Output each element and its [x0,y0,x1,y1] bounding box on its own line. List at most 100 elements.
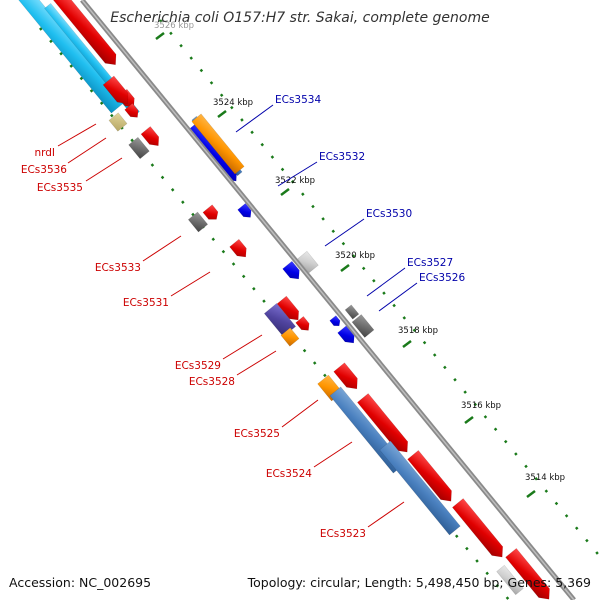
gene-feature-red[interactable] [140,126,163,149]
gene-label-ecs3533[interactable]: ECs3533 [95,262,141,274]
tick-dot [130,138,134,143]
tick-dot [260,142,265,147]
tick-dot [169,31,173,36]
gene-feature-lightgrey[interactable] [496,564,524,596]
gene-label-ecs3523[interactable]: ECs3523 [320,528,366,540]
gene-feature-red[interactable] [276,295,303,324]
gene-feature-red[interactable] [505,548,555,600]
gene-label-ecs3530[interactable]: ECs3530 [366,208,412,220]
tick-dot [341,241,346,246]
leader-line [367,501,405,528]
tick-dot [199,68,204,73]
tick-dot [301,192,305,196]
genome-title: Escherichia coli O157:H7 str. Sakai, com… [110,10,490,26]
tick-dot [99,101,104,105]
gene-feature-khaki[interactable] [108,112,128,132]
gene-label-ecs3527[interactable]: ECs3527 [407,257,453,269]
tick-dot [595,551,599,555]
gene-feature-red[interactable] [407,450,457,505]
tick-dot [59,51,63,56]
tick-dot [443,365,447,370]
gene-feature-grey[interactable] [344,304,360,320]
tick-dot [241,274,246,279]
gene-label-ecs3524[interactable]: ECs3524 [266,468,312,480]
gene-feature-red[interactable] [452,498,507,561]
tick-dot [110,113,114,118]
tick-dot [230,105,234,110]
tick-dot [564,514,569,518]
gene-feature-red[interactable] [295,316,313,333]
tick-label: 3526 kbp [154,21,194,31]
tick-dot [585,538,589,543]
tick-dot [402,316,407,320]
gene-label-ecs3525[interactable]: ECs3525 [234,428,280,440]
tick-dot [262,299,266,303]
tick-mark [464,416,474,424]
gene-feature-orange[interactable] [280,327,300,347]
tick-dot [473,402,478,407]
tick-label: 3518 kbp [398,326,438,336]
gene-label-ecs3528[interactable]: ECs3528 [189,376,235,388]
gene-label-ecs3526[interactable]: ECs3526 [419,272,465,284]
gene-label-ecs3534[interactable]: ECs3534 [275,94,321,106]
tick-dot [280,167,285,172]
gene-feature-red[interactable] [52,0,121,69]
leader-line [222,334,263,360]
tick-dot [312,361,317,365]
gene-label-ecs3532[interactable]: ECs3532 [319,151,365,163]
gene-label-ecs3536[interactable]: ECs3536 [21,164,67,176]
tick-dot [302,348,307,353]
gene-feature-blue[interactable] [329,315,343,329]
accession-text: Accession: NC_002695 [9,575,152,590]
gene-feature-red[interactable] [229,238,251,261]
genome-backbone-highlight [81,0,575,600]
tick-dot [179,43,183,48]
gene-feature-blue[interactable] [282,260,304,283]
gene-label-ecs3531[interactable]: ECs3531 [123,297,169,309]
gene-features [15,0,555,600]
tick-mark [402,340,412,348]
gene-feature-red[interactable] [357,393,412,456]
tick-dot [250,130,254,135]
tick-dot [170,188,175,192]
gene-feature-lightgrey[interactable] [297,250,319,274]
gene-label-nrdi[interactable]: nrdI [34,147,55,159]
genome-summary-text: Topology: circular; Length: 5,498,450 bp… [247,575,591,590]
tick-dot [323,373,327,378]
tick-dot [270,155,275,159]
gene-feature-blue[interactable] [237,203,255,220]
gene-feature-red[interactable] [202,204,221,223]
tick-dot [485,571,489,576]
leader-line [281,399,319,428]
tick-dot [351,254,356,258]
leader-line [67,137,107,164]
gene-feature-steel[interactable] [379,440,461,536]
tick-dot [372,279,376,283]
gene-feature-red[interactable] [102,75,133,108]
tick-dot [475,559,479,563]
leader-line [57,123,97,147]
tick-dot [382,291,386,295]
gene-feature-grey[interactable] [187,211,209,233]
tick-dot [495,583,500,588]
gene-feature-grey[interactable] [351,314,375,338]
leader-line [378,282,418,312]
tick-dot [150,163,155,167]
tick-dot [574,526,579,530]
gene-label-ecs3529[interactable]: ECs3529 [175,360,221,372]
gene-feature-red[interactable] [333,362,363,394]
leader-line [142,235,182,262]
tick-mark [526,490,536,498]
tick-mark [155,32,165,40]
gene-feature-orange[interactable] [191,113,245,175]
tick-dot [554,501,559,506]
gene-label-ecs3535[interactable]: ECs3535 [37,182,83,194]
gene-feature-red[interactable] [124,103,142,120]
gene-feature-grey[interactable] [128,136,150,160]
tick-dot [49,39,53,44]
tick-dot [160,175,165,180]
tick-dot [465,546,469,551]
